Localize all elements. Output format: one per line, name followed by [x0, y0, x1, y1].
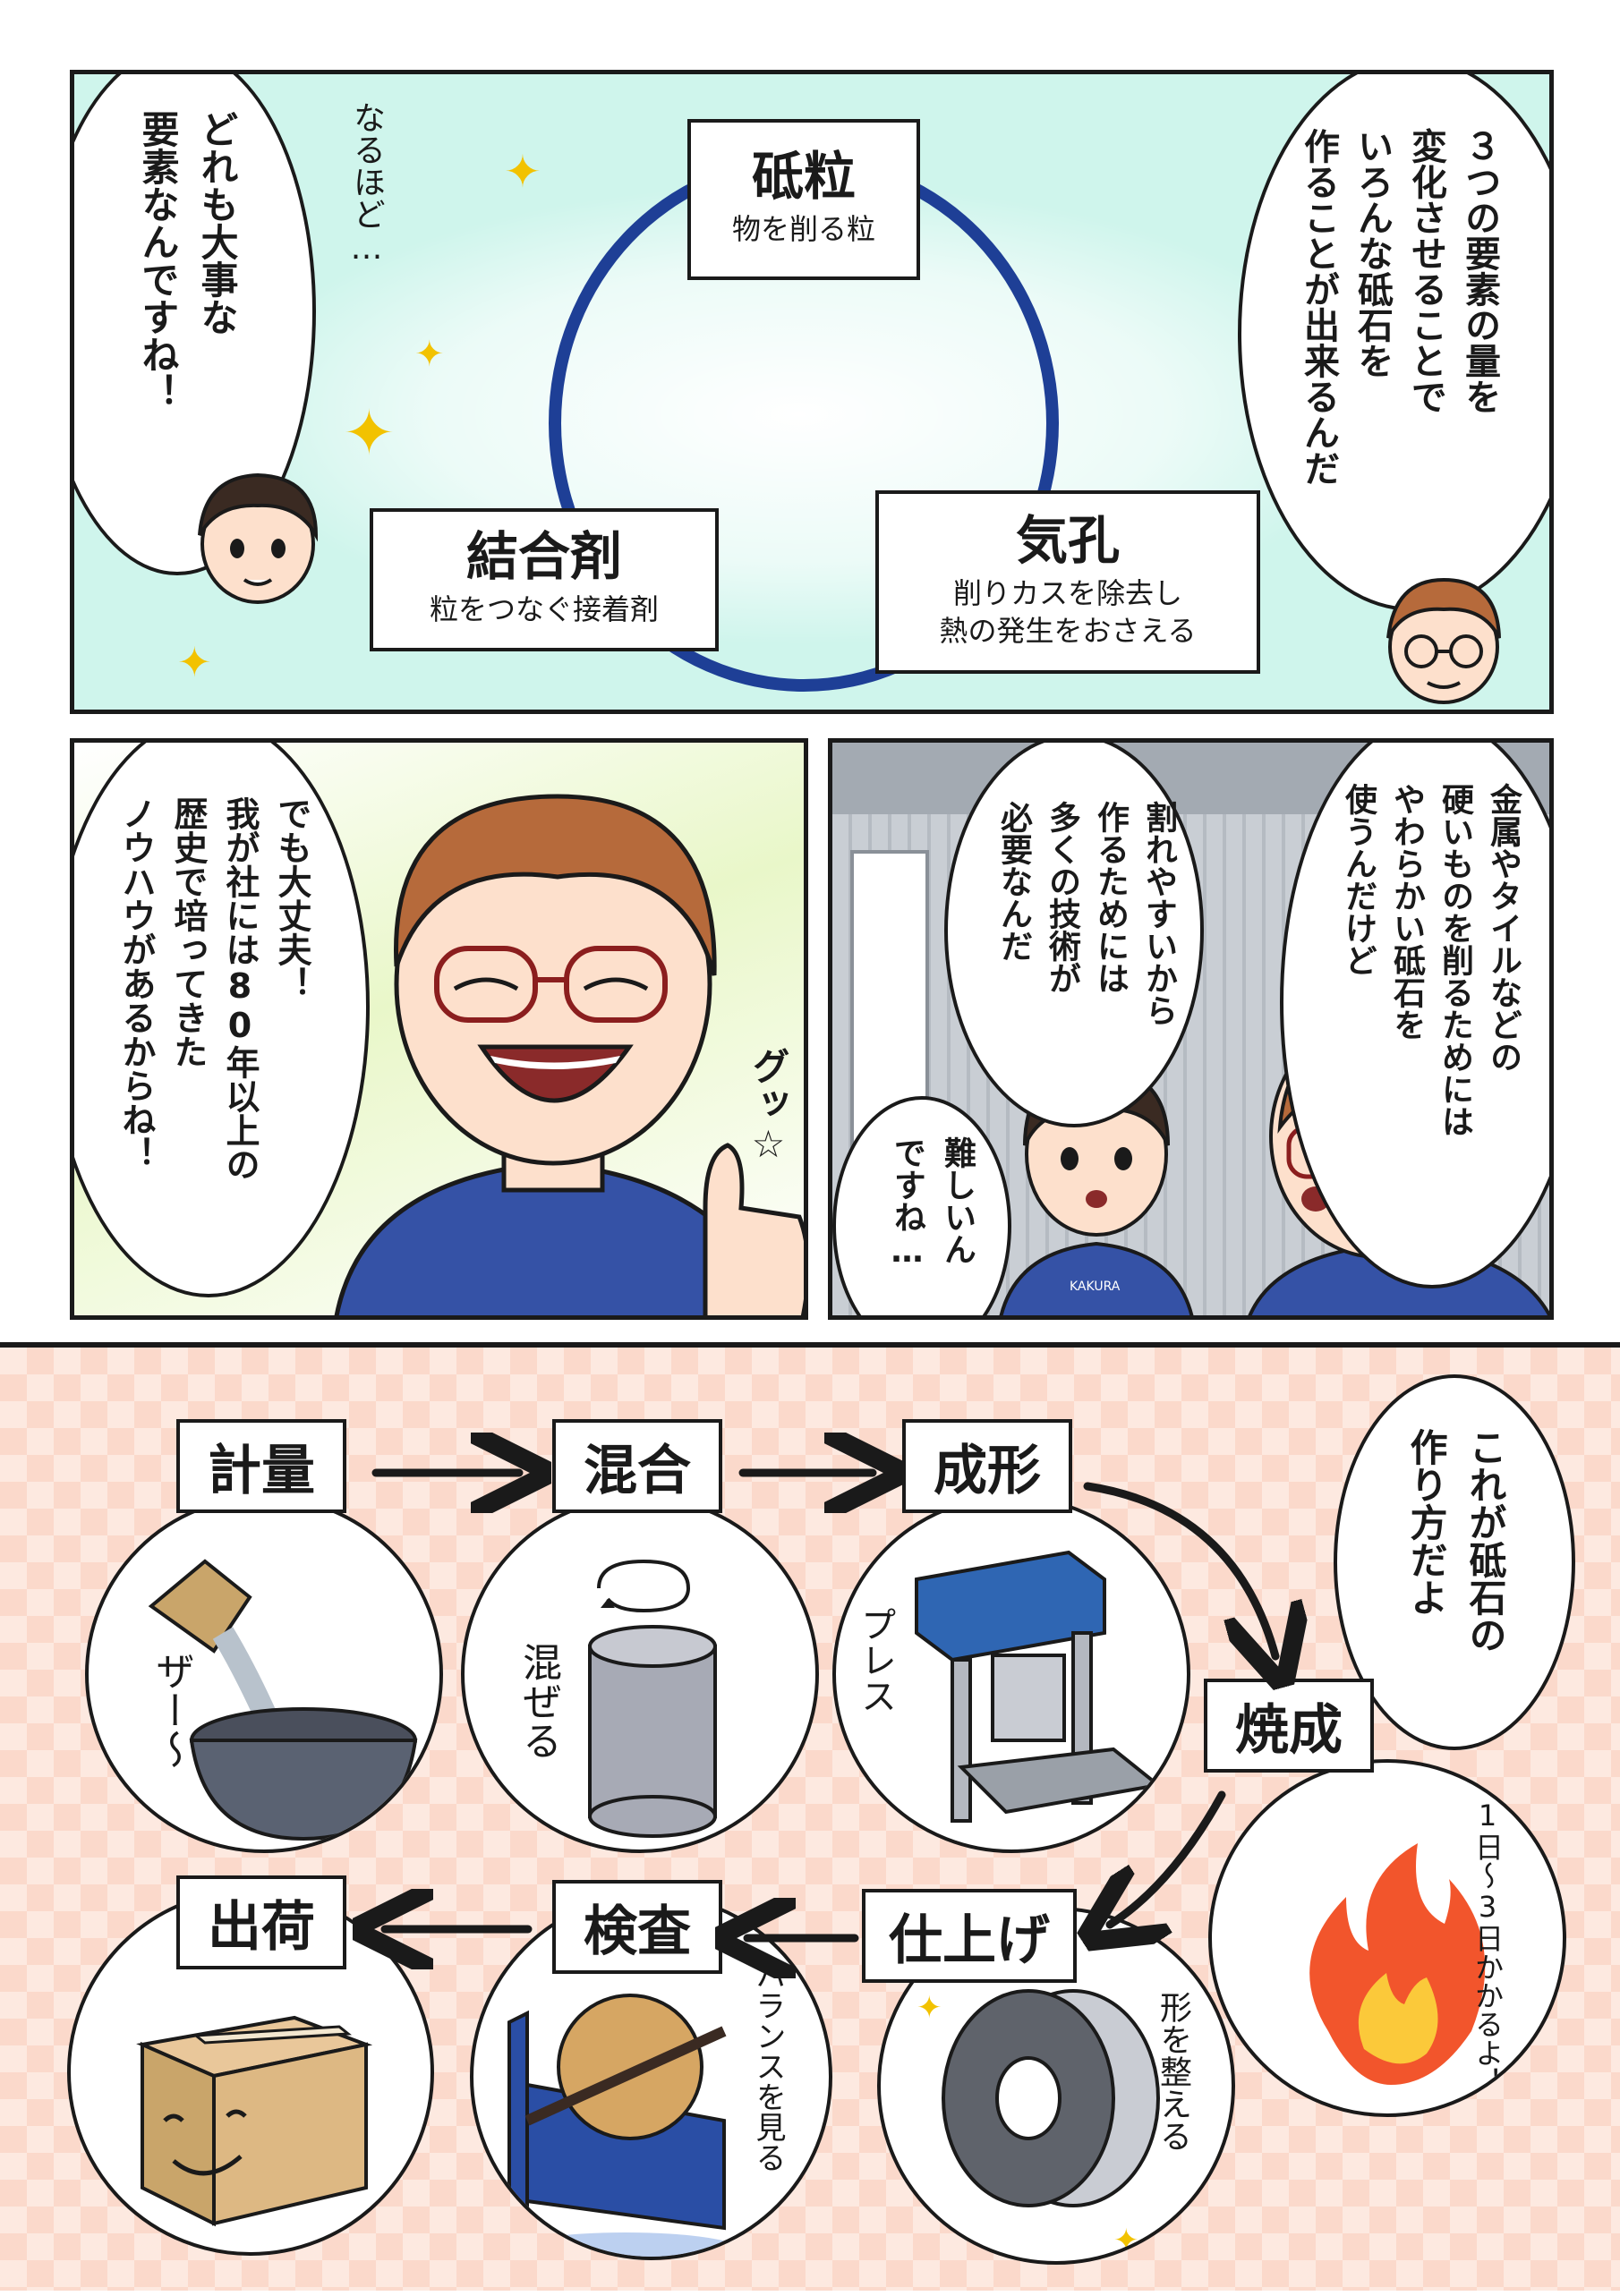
step-finishing-label: 仕上げ: [862, 1889, 1077, 1983]
process-arrows: [0, 1348, 1620, 2296]
step-inspection-label: 検査: [552, 1880, 722, 1974]
intro-speech-bubble: [1334, 1374, 1575, 1750]
sfx-thumbs-up: グッ☆: [746, 1047, 790, 1166]
sparkle-icon: ✦: [504, 146, 541, 198]
arrow-icon: [1083, 1482, 1275, 1656]
speech-bubble: [74, 743, 370, 1297]
speech-text-right: 金属やタイルなどの 硬いものを削るためには やわらかい砥石を 使うんだけど: [1340, 783, 1522, 1137]
process-section: これが砥石の 作り方だよ ザー〜 計量 混ぜる 混合: [0, 1342, 1620, 2291]
element-bond: 結合剤 粒をつなぐ接着剤: [370, 508, 719, 651]
speech-bubble-middle: [944, 743, 1204, 1127]
panel-elements: 砥粒 物を削る粒 結合剤 粒をつなぐ接着剤 気孔 削りカスを除去し 熱の発生をお…: [70, 70, 1554, 714]
mixing-drum-icon: [588, 1559, 717, 1838]
speech-text-middle: 割れやすいから 作るためには 多くの技術が 必要なんだ: [995, 801, 1177, 1026]
step-note: バランスを見る: [750, 1960, 786, 2173]
panel-reassurance: でも大丈夫！ 我が社には80年以上の 歴史で培ってきた ノウハウがあるからね！ …: [70, 738, 808, 1320]
step-shipping-label: 出荷: [176, 1875, 346, 1969]
senior-worker-face-icon: [1386, 577, 1501, 704]
step-mixing-label: 混合: [552, 1419, 722, 1513]
step-firing-label: 焼成: [1204, 1679, 1374, 1773]
step-weighing-label: 計量: [176, 1419, 346, 1513]
element-abrasive-grain: 砥粒 物を削る粒: [687, 119, 920, 280]
element-title: 結合剤: [458, 526, 630, 588]
speech-bubble-right: [1238, 74, 1549, 611]
svg-text:✦: ✦: [1113, 2223, 1139, 2258]
element-pore: 気孔 削りカスを除去し 熱の発生をおさえる: [875, 490, 1260, 674]
element-subtitle: 粒をつなぐ接着剤: [429, 592, 659, 627]
speech-text-left: どれも大事な 要素なんですね！: [136, 110, 239, 411]
element-subtitle: 物を削る粒: [731, 212, 875, 247]
step-mixing-circle: 混ぜる: [461, 1495, 819, 1853]
sparkle-icon: ✦: [177, 638, 212, 686]
bowl-icon: [148, 1559, 418, 1841]
step-forming-label: 成形: [902, 1419, 1072, 1513]
panel-difficulty: 金属やタイルなどの 硬いものを削るためには やわらかい砥石を 使うんだけど 割れ…: [828, 738, 1554, 1320]
step-note: プレス: [855, 1606, 896, 1713]
step-weighing-circle: ザー〜: [85, 1495, 443, 1853]
arrow-icon: [1110, 1790, 1226, 1925]
speech-bubble-small: [832, 1096, 1011, 1315]
flame-icon: [1309, 1843, 1486, 2085]
speech-text-small: 難しいん ですね…: [889, 1136, 976, 1270]
element-title: 砥粒: [744, 146, 864, 208]
step-note: 形を整える: [1155, 1991, 1191, 2152]
element-title: 気孔: [1008, 509, 1128, 571]
step-note: 1日〜3日かかるよ！: [1471, 1799, 1505, 2096]
speech-text-right: ３つの要素の量を 変化させることで いろんな砥石を 作ることが出来るんだ: [1298, 128, 1500, 486]
shirt-logo: KAKURA: [1070, 1280, 1121, 1294]
sparkle-icon: ✦: [343, 396, 396, 470]
sparkle-icon: ✦: [414, 334, 445, 375]
senior-worker-smiling-icon: [334, 794, 804, 1315]
intro-speech-text: これが砥石の 作り方だよ: [1404, 1428, 1507, 1654]
grinding-wheel-icon: ✦ ✦: [917, 1989, 1160, 2258]
speech-text: でも大丈夫！ 我が社には80年以上の 歴史で培ってきた ノウハウがあるからね！: [116, 796, 311, 1181]
step-forming-circle: プレス: [832, 1495, 1190, 1853]
step-note: ザー〜: [149, 1651, 194, 1769]
naruhodo-text: なるほど…: [348, 101, 385, 267]
balance-tester-icon: [507, 1994, 742, 2257]
step-note: 混ぜる: [516, 1642, 561, 1760]
young-worker-face-icon: [198, 472, 319, 604]
element-subtitle: 削りカスを除去し 熱の発生をおさえる: [939, 575, 1197, 648]
svg-text:✦: ✦: [917, 1990, 942, 2026]
cardboard-box-icon: [136, 2015, 373, 2227]
speech-bubble-right: [1280, 743, 1549, 1288]
press-machine-icon: [915, 1550, 1163, 1823]
step-firing-circle: 1日〜3日かかるよ！: [1208, 1759, 1566, 2117]
